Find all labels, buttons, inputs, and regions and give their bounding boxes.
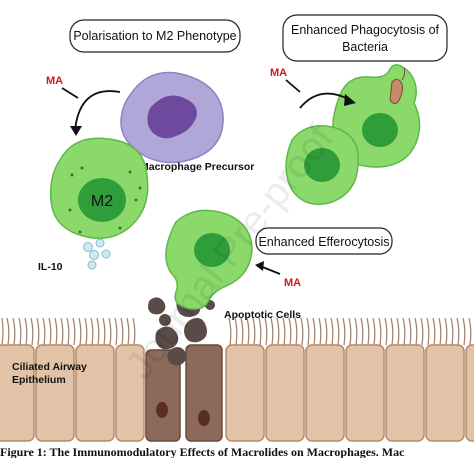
label-macrophage-precursor: Macrophage Precursor [140,161,254,173]
label-m2: M2 [91,193,113,210]
arrow-curve-1 [74,90,121,131]
label-il10: IL-10 [38,261,63,273]
green-macrophage-left [285,125,359,205]
box-phagocytosis-text-line2: Bacteria [342,40,388,54]
box-phagocytosis: Enhanced Phagocytosis of Bacteria [282,14,448,62]
macrophage-precursor [120,71,224,164]
cilia [1,317,472,346]
efferocytosing-macrophage [165,209,253,310]
arrowhead-3 [255,261,264,271]
box-m2-polarisation-text: Polarisation to M2 Phenotype [73,29,236,43]
box-efferocytosis-text: Enhanced Efferocytosis [258,235,389,249]
box-phagocytosis-text-line1: Enhanced Phagocytosis of [291,23,440,37]
arrowhead-2 [344,94,356,106]
caption: Figure 1: The Immunomodulatory Effects o… [0,445,405,458]
label-ma-3: MA [284,277,301,289]
arrow-ma-1 [61,87,79,99]
arrowhead-1 [70,126,82,136]
label-ma-2: MA [270,67,287,79]
apoptotic-epithelial-cells [145,344,223,442]
label-epithelium-line1: Ciliated Airway [12,361,87,373]
m2-macrophage: M2 [49,137,149,239]
box-m2-polarisation: Polarisation to M2 Phenotype [69,19,241,53]
label-apoptotic-cells: Apoptotic Cells [224,309,301,321]
epithelium-layer [0,294,474,442]
il10-bubbles [83,238,111,270]
epithelial-cells [0,344,474,442]
box-efferocytosis: Enhanced Efferocytosis [255,227,393,255]
label-ma-1: MA [46,75,63,87]
label-epithelium-line2: Epithelium [12,374,66,386]
arrow-ma-2 [285,79,301,93]
